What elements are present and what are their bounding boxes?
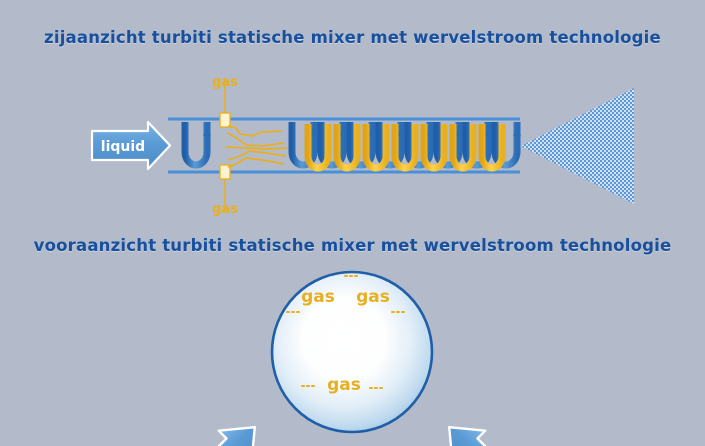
port-marks: [286, 275, 405, 389]
liquid-inlet-label: liquid: [101, 139, 145, 155]
vortex-blue-lead: [181, 122, 211, 169]
liquid-inlet-arrow: [90, 120, 172, 171]
side-view-title: zijaanzicht turbiti statische mixer met …: [44, 28, 661, 47]
vortex-yellow-set: [304, 124, 506, 172]
front-view-title: vooraanzicht turbiti statische mixer met…: [33, 236, 672, 255]
vortex-array: [288, 122, 521, 172]
gas-label-circle-bottom: gas: [327, 375, 361, 395]
liquid-arrow-left: liquid: [170, 425, 257, 446]
spray-cone: [521, 88, 634, 204]
gas-streamlines: [225, 125, 289, 168]
liquid-arrow-right: liquid: [447, 425, 534, 446]
gas-label-circle-right: gas: [356, 287, 390, 307]
side-view-group: gas gas liquid: [90, 75, 634, 217]
gas-injection-port-bottom: [219, 164, 231, 212]
gas-label-circle-left: gas: [301, 287, 335, 307]
vortex-blue-set: [288, 122, 521, 169]
front-view-group: liquid liquid gas gas gas: [170, 270, 534, 446]
gas-label-bottom: gas: [212, 202, 238, 217]
gas-injection-port-top: [219, 78, 231, 128]
mixer-cross-section-circle: [270, 270, 434, 434]
gas-label-top: gas: [212, 75, 238, 90]
